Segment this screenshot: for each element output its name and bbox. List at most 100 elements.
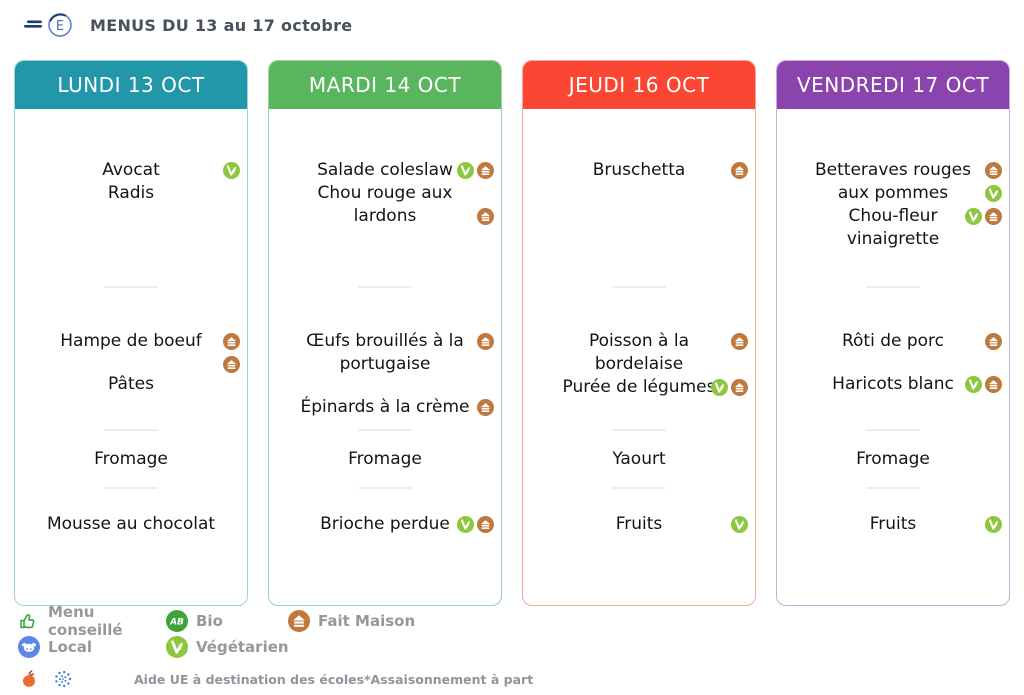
bio-icon: AB: [166, 610, 188, 632]
dish: Betteraves rouges aux pommes: [777, 159, 1009, 205]
dish-icons: [985, 333, 1002, 350]
dish: Fruits: [777, 513, 1009, 536]
dish-icons: [965, 376, 1002, 393]
fruit-icon: [18, 668, 40, 690]
dish-line: Mousse au chocolat: [46, 514, 216, 534]
legend-row: Menu conseillé AB Bio Fait Maison: [18, 603, 533, 639]
vegetarien-icon: [457, 516, 474, 533]
dish-line: Fruits: [615, 514, 663, 534]
legend-item-vegetarien: Végétarien: [166, 636, 289, 658]
dish-line: Betteraves rouges: [815, 160, 971, 180]
section-divider: [104, 286, 158, 288]
section-divider: [866, 286, 920, 288]
dish: Épinards à la crème: [269, 396, 501, 419]
vegetarien-icon: [711, 379, 728, 396]
dish-icons: [223, 162, 240, 179]
vegetarien-icon: [985, 185, 1002, 202]
legend-row: Local Végétarien: [18, 634, 533, 660]
vegetarien-icon: [985, 516, 1002, 533]
dish-icons: [457, 162, 494, 179]
section-divider: [866, 487, 920, 489]
fait-maison-icon: [288, 610, 310, 632]
fait-maison-icon: [477, 333, 494, 350]
menu-section: Fromage: [777, 431, 1009, 487]
dish-line: Poisson à la: [588, 331, 690, 351]
dish-line: Brioche perdue: [320, 514, 450, 534]
dish-icons: [731, 333, 748, 350]
dish-line: lardons: [353, 206, 417, 226]
dish-line: Épinards à la crème: [300, 397, 470, 417]
dish-icons: [985, 162, 1002, 202]
dish-line: portugaise: [339, 354, 431, 374]
fait-maison-icon: [477, 208, 494, 225]
menu-conseille-icon: [18, 610, 40, 632]
fait-maison-icon: [985, 376, 1002, 393]
menu-section: Fruits: [523, 489, 755, 605]
legend-label: Bio: [196, 612, 223, 630]
dish: Haricots blanc: [777, 373, 1009, 396]
dish-line: Salade coleslaw: [317, 160, 453, 180]
dish-line: Bruschetta: [592, 160, 686, 180]
fait-maison-icon: [477, 399, 494, 416]
dish: Hampe de boeuf: [15, 330, 247, 373]
fait-maison-icon: [985, 162, 1002, 179]
dish-line: Chou rouge aux: [317, 183, 453, 203]
eu-stars-icon: [52, 668, 74, 690]
dish-line: Chou-fleur: [848, 206, 938, 226]
menu-section: Yaourt: [523, 431, 755, 487]
dish: Yaourt: [586, 448, 691, 471]
vegetarien-icon: [457, 162, 474, 179]
dish-line: vinaigrette: [846, 229, 940, 249]
dish: Fromage: [322, 448, 448, 471]
dish-line: Fromage: [348, 448, 422, 469]
vegetarien-icon: [223, 162, 240, 179]
dish-icons: [223, 333, 240, 373]
dish-line: Rôti de porc: [841, 331, 945, 351]
dish-icons: [457, 516, 494, 533]
fait-maison-icon: [223, 333, 240, 350]
page-title: MENUS DU 13 au 17 octobre: [90, 15, 353, 35]
dish: Bruschetta: [523, 159, 755, 182]
dish: Mousse au chocolat: [15, 513, 247, 536]
dish-icons: [985, 516, 1002, 533]
section-divider: [358, 429, 412, 431]
dish-line: Fruits: [869, 514, 917, 534]
dish-line: Haricots blanc: [832, 374, 954, 394]
dish-line: Hampe de boeuf: [60, 331, 202, 351]
vegetarien-icon: [965, 376, 982, 393]
menu-section: Fruits: [777, 489, 1009, 605]
dish: Pâtes: [15, 373, 247, 396]
legend-label: Local: [48, 638, 93, 656]
footnote-text: Aide UE à destination des écoles*Assaiso…: [134, 671, 534, 687]
dish-icons: [731, 162, 748, 179]
fait-maison-icon: [477, 162, 494, 179]
day-header: LUNDI 13 OCT: [15, 61, 247, 109]
section-divider: [612, 487, 666, 489]
legend: Menu conseillé AB Bio Fait Maison Local …: [18, 603, 534, 690]
legend-label: Menu conseillé: [48, 603, 123, 639]
section-divider: [358, 286, 412, 288]
dish: Purée de légumes: [523, 376, 755, 399]
fait-maison-icon: [223, 356, 240, 373]
dish-line: aux pommes: [837, 183, 949, 203]
dish: Fromage: [830, 448, 956, 471]
menu-section: Bruschetta: [523, 109, 755, 286]
day-header: JEUDI 16 OCT: [523, 61, 755, 109]
fait-maison-icon: [985, 208, 1002, 225]
vegetarien-icon: [965, 208, 982, 225]
fait-maison-icon: [731, 379, 748, 396]
menu-section: Mousse au chocolat: [15, 489, 247, 605]
dish-icons: [965, 208, 1002, 225]
